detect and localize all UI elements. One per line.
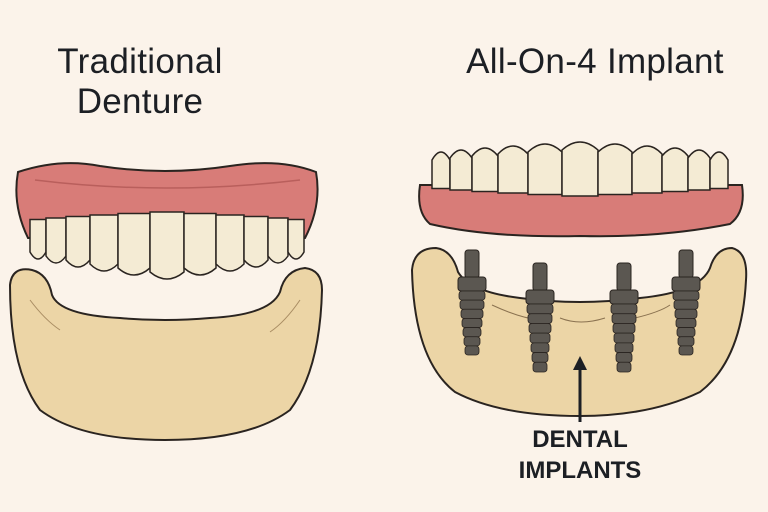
tooth xyxy=(631,145,663,194)
all-on-4-title: All-On-4 Implant xyxy=(466,42,724,81)
tooth xyxy=(449,149,473,191)
traditional-denture-title: Traditional Denture xyxy=(20,42,260,122)
dental-implants-label: DENTAL IMPLANTS xyxy=(490,424,670,486)
pointer-arrow xyxy=(573,356,587,422)
traditional-denture xyxy=(8,162,324,442)
tooth xyxy=(243,215,269,268)
implant-icon xyxy=(457,249,487,356)
jaw-bone xyxy=(410,246,748,418)
title-line-1: Traditional xyxy=(57,42,223,81)
tooth xyxy=(89,214,119,272)
tooth xyxy=(149,211,185,280)
tooth xyxy=(65,215,91,268)
tooth xyxy=(29,218,47,260)
tooth xyxy=(471,147,499,193)
tooth xyxy=(431,151,451,190)
jaw-bone xyxy=(8,266,324,442)
tooth xyxy=(497,145,529,194)
tooth xyxy=(183,212,217,276)
title-line-2: Denture xyxy=(76,82,204,121)
tooth xyxy=(267,217,289,264)
implant-icon xyxy=(609,262,639,373)
tooth xyxy=(287,218,305,260)
implant-icon xyxy=(525,262,555,373)
tooth xyxy=(117,212,151,276)
all-on-4-implant xyxy=(410,141,748,422)
tooth xyxy=(597,143,633,196)
tooth xyxy=(45,217,67,264)
implant-icon xyxy=(671,249,701,356)
implant-bridge-gum xyxy=(418,184,744,238)
tooth xyxy=(661,147,689,193)
label-line-2: IMPLANTS xyxy=(518,457,642,484)
tooth xyxy=(561,141,599,197)
tooth xyxy=(527,143,563,196)
tooth xyxy=(687,149,711,191)
tooth xyxy=(709,151,729,190)
tooth xyxy=(215,214,245,272)
label-line-1: DENTAL xyxy=(532,426,628,453)
